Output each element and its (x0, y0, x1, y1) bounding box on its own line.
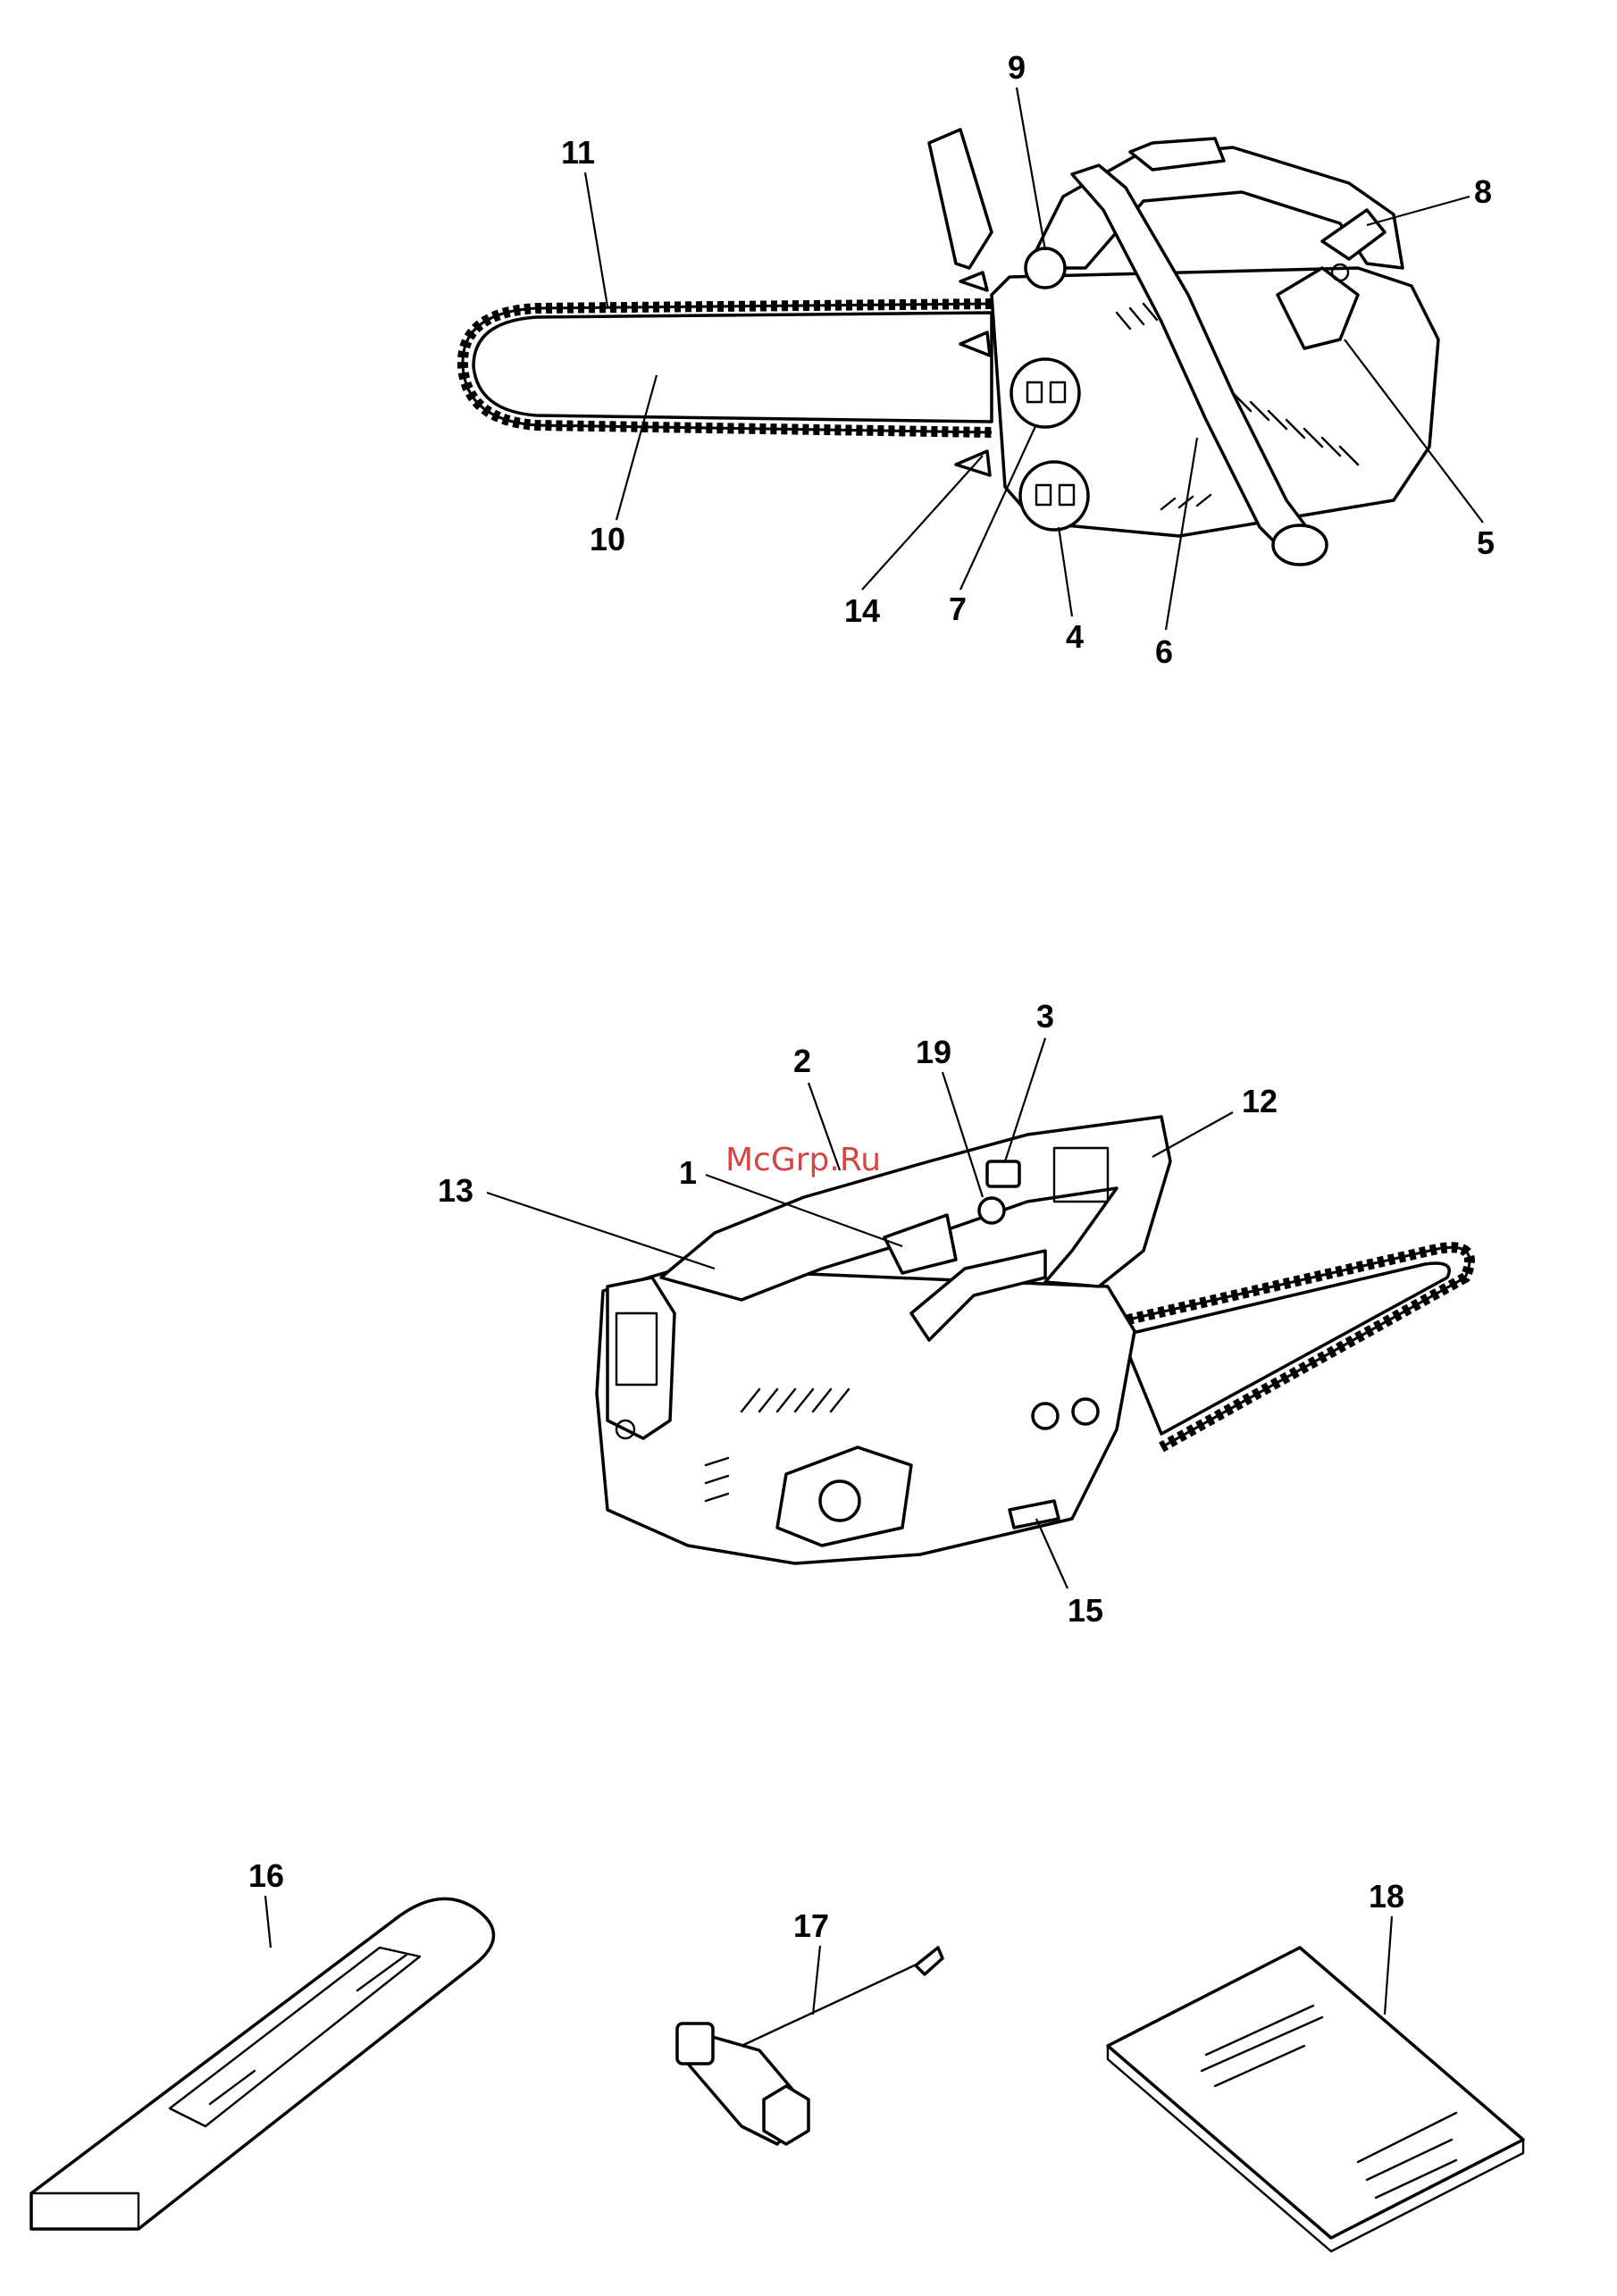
callout-label: 12 (1242, 1083, 1278, 1119)
callout-label: 17 (793, 1907, 829, 1944)
screwdriver-tip (916, 1948, 943, 1974)
callout-label: 16 (248, 1857, 284, 1894)
callout-label: 11 (561, 134, 595, 171)
callout-label: 18 (1369, 1878, 1404, 1915)
callout-label: 19 (916, 1034, 951, 1070)
bar-cover-body (31, 1898, 494, 2229)
leader-line (1036, 1519, 1068, 1588)
callout-label: 1 (679, 1154, 697, 1191)
leader-line (1385, 1916, 1392, 2015)
accessories (31, 1898, 1523, 2251)
leader-line (1017, 88, 1045, 250)
callout-label: 4 (1066, 618, 1084, 655)
socket-hex (764, 2086, 808, 2144)
stop-switch (987, 1161, 1019, 1186)
rear-cover (607, 1278, 674, 1438)
callout-label: 14 (844, 592, 880, 629)
leader-line (265, 1896, 271, 1948)
bar-nut (1033, 1404, 1058, 1429)
leader-line (1059, 527, 1072, 616)
leader-line (862, 456, 983, 590)
watermark: McGrp.Ru (725, 1142, 881, 1178)
callout-label: 15 (1068, 1592, 1103, 1629)
callout-label: 10 (590, 521, 625, 557)
callout-label: 5 (1477, 524, 1495, 561)
handle-end-cap (1273, 525, 1327, 565)
callout-label: 8 (1474, 173, 1492, 210)
socket-small-end (677, 2024, 713, 2064)
fuel-tank-cap (1020, 462, 1088, 530)
chain-brake-pivot (1026, 248, 1065, 288)
guide-bar (473, 313, 992, 422)
callout-label: 3 (1036, 998, 1054, 1035)
wrench-shaft (741, 1957, 934, 2046)
callout-label: 9 (1008, 49, 1026, 86)
starter-cover-hub (820, 1481, 859, 1521)
callout-label: 7 (949, 591, 967, 627)
choke-lever (979, 1198, 1004, 1223)
guide-bar-cover (31, 1898, 494, 2229)
oil-tank-cap (1011, 359, 1079, 427)
callout-label: 2 (793, 1043, 811, 1079)
callout-label: 13 (438, 1172, 473, 1209)
callout-label: 6 (1155, 633, 1173, 670)
leader-line (487, 1193, 715, 1269)
combination-wrench (677, 1948, 943, 2144)
front-hand-guard (929, 130, 992, 268)
bar-nut (1073, 1399, 1098, 1424)
manual-cover (1108, 1948, 1523, 2238)
leader-line (585, 172, 607, 306)
leader-line (813, 1946, 820, 2015)
instruction-manual (1108, 1948, 1523, 2251)
chainsaw-side-view (463, 130, 1438, 565)
